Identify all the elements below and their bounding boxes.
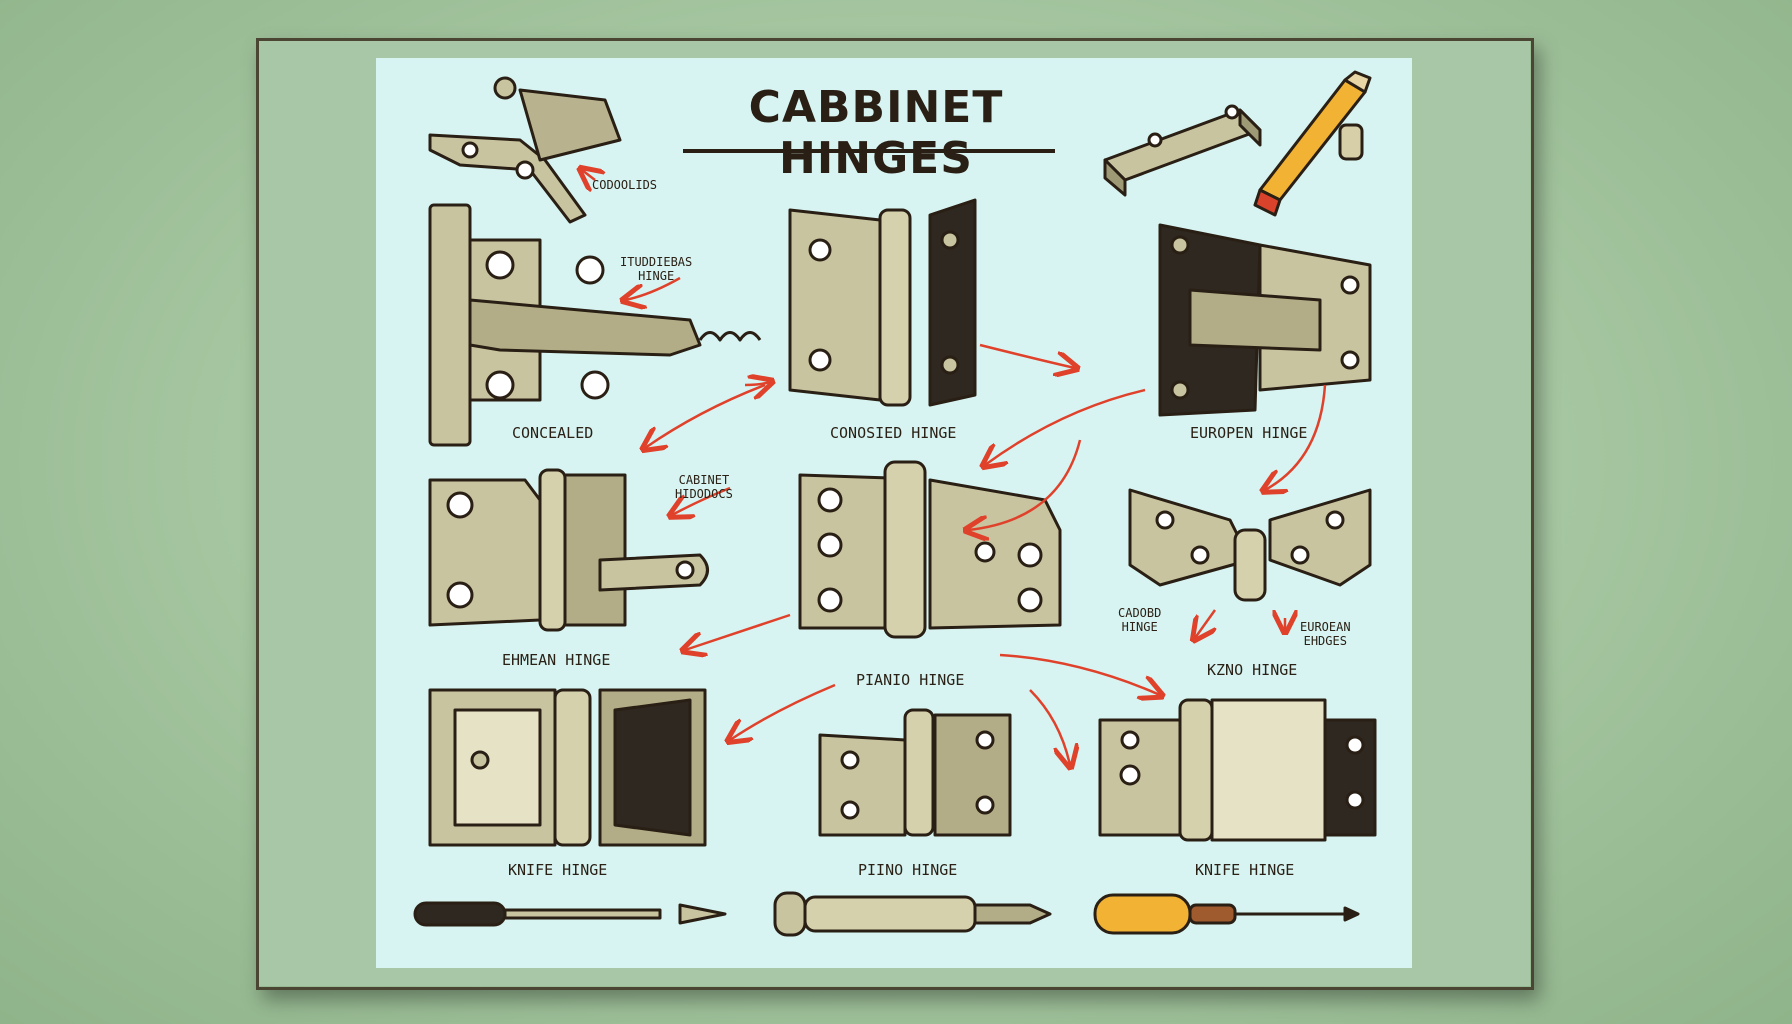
- label-cabinet-note: CABINET HIDODOCS: [675, 473, 733, 501]
- pencil-icon: [1253, 70, 1372, 217]
- label-knife-hinge-left: KNIFE HINGE: [508, 861, 608, 879]
- consised-hinge-illustration: [788, 198, 977, 407]
- knife-hinge-left-illustration: [428, 688, 707, 847]
- screwdriver-icon: [413, 901, 727, 927]
- page-title: CABBINET HINGES: [748, 82, 1004, 184]
- ehmean-hinge-illustration: [428, 468, 709, 632]
- board-frame: [256, 38, 1534, 990]
- label-codoolids: CODOOLIDS: [592, 178, 658, 192]
- label-european-hinge: EUROPEN HINGE: [1190, 424, 1308, 442]
- label-knife-hinge-right: KNIFE HINGE: [1195, 861, 1295, 879]
- arrow-icon: [582, 170, 1327, 765]
- label-piano-hinge-bottom: PIINO HINGE: [858, 861, 958, 879]
- piano-hinge-bottom-illustration: [818, 708, 1012, 837]
- corner-bracket-hinge-illustration: [428, 76, 622, 224]
- angle-bracket-illustration: [1103, 104, 1262, 197]
- awl-icon: [1093, 893, 1360, 935]
- kzno-hinge-illustration: [1128, 488, 1372, 602]
- chisel-icon: [773, 891, 1052, 937]
- label-consised-hinge: CONOSIED HINGE: [830, 424, 957, 442]
- european-hinge-illustration: [1158, 223, 1372, 417]
- label-piano-hinge-mid: PIANIO HINGE: [856, 671, 965, 689]
- label-concealed-note: ITUDDIEBAS HINGE: [620, 255, 693, 283]
- label-concealed: CONCEALED: [512, 424, 594, 442]
- piano-hinge-illustration: [798, 460, 1062, 639]
- title-underline: [683, 149, 1055, 153]
- label-cadobd-hinge: CADOBD HINGE: [1118, 606, 1162, 634]
- concealed-hinge-illustration: [428, 203, 762, 447]
- knife-hinge-right-illustration: [1098, 698, 1377, 842]
- label-kzno-hinge: KZNO HINGE: [1207, 661, 1298, 679]
- label-ehmean-hinge: EHMEAN HINGE: [502, 651, 611, 669]
- label-euroean-ehdges: EUROEAN EHDGES: [1300, 620, 1351, 648]
